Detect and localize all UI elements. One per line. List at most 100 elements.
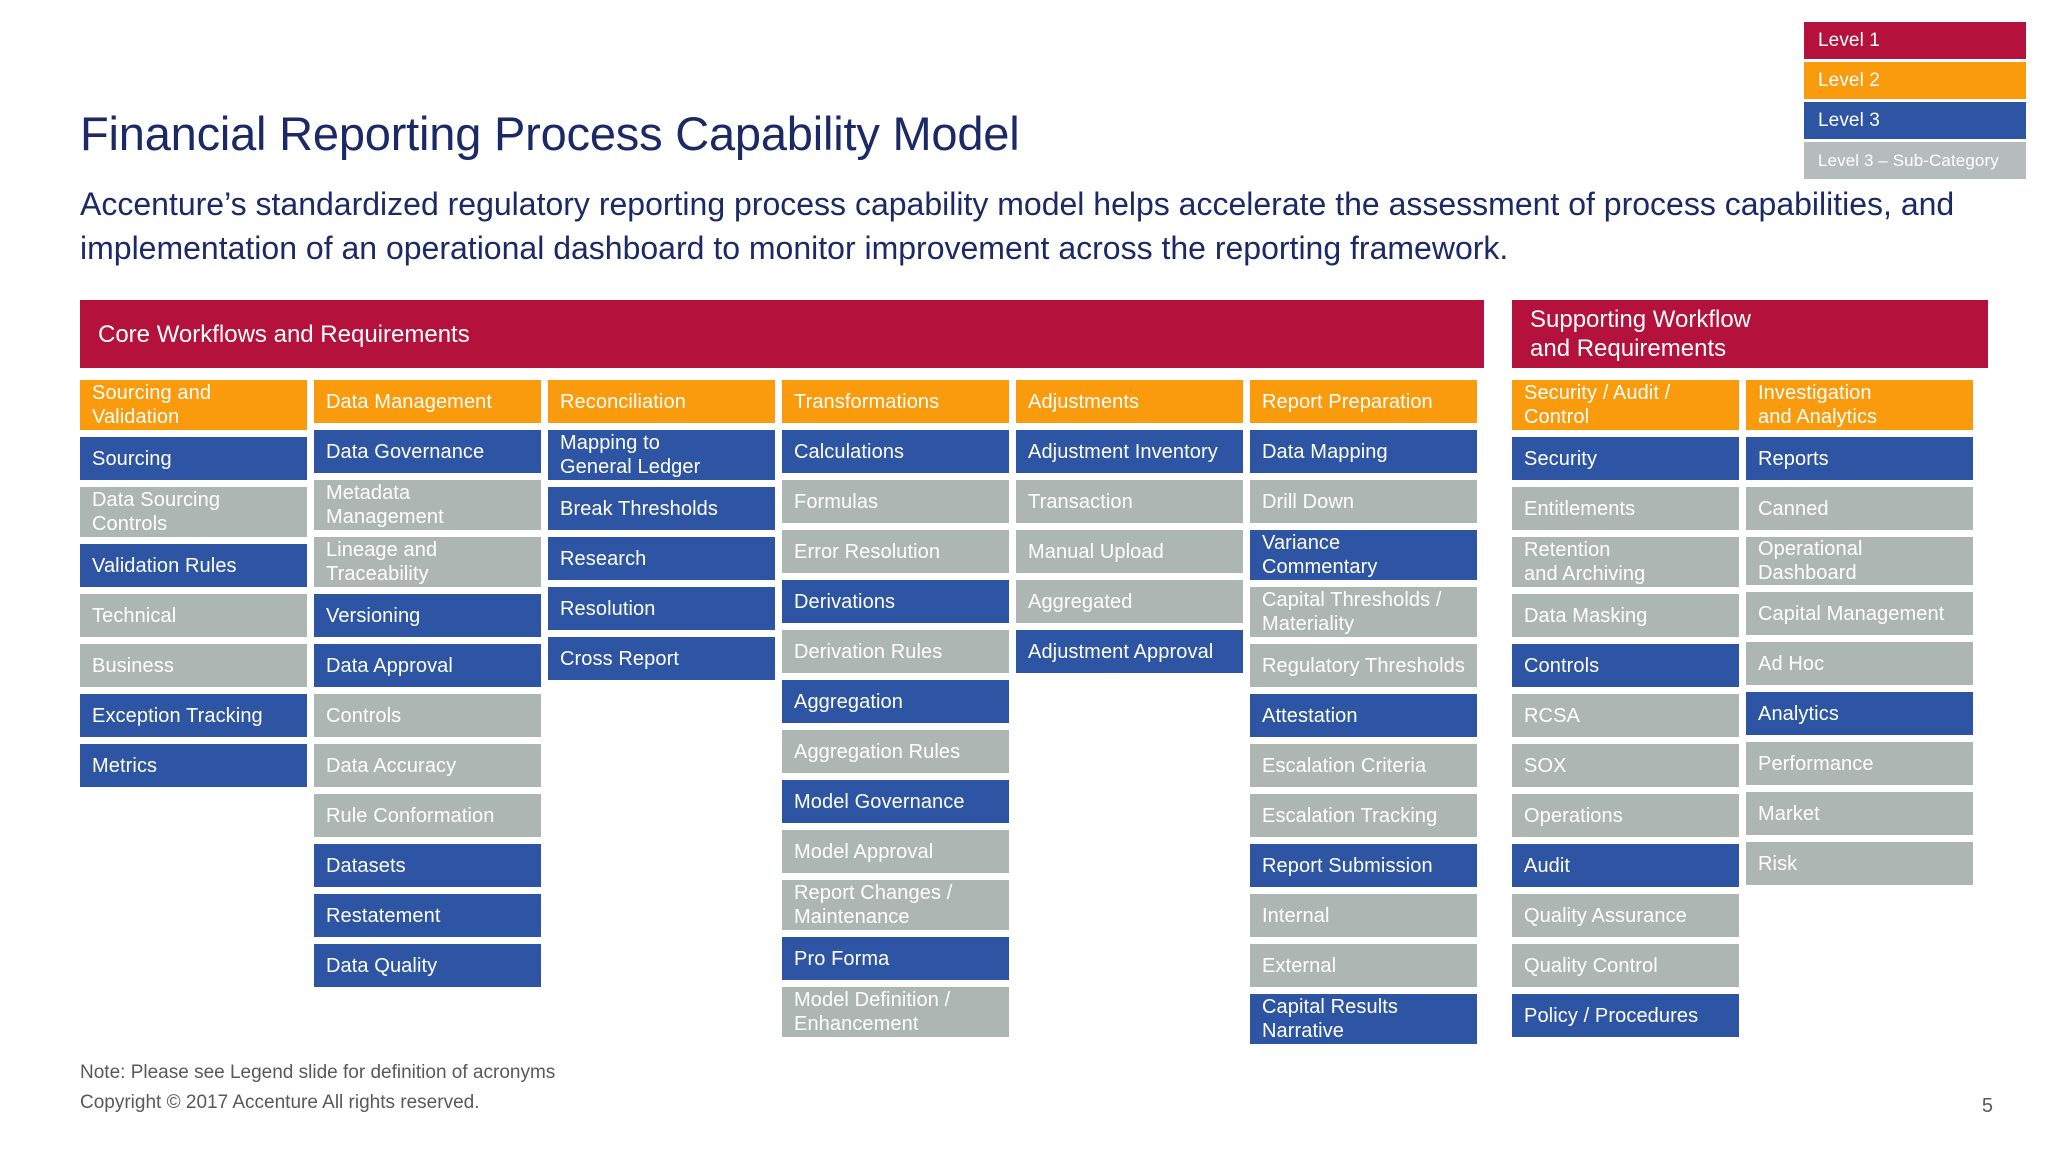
capability-derivation-rules[interactable]: Derivation Rules (782, 630, 1009, 673)
capability-aggregated[interactable]: Aggregated (1016, 580, 1243, 623)
legend-label: Level 3 (1818, 109, 1880, 131)
column-header-data-management[interactable]: Data Management (314, 380, 541, 423)
capability-cross-report[interactable]: Cross Report (548, 637, 775, 680)
capability-rule-conformation[interactable]: Rule Conformation (314, 794, 541, 837)
column-header-security-audit-control[interactable]: Security / Audit /Control (1512, 380, 1739, 430)
capability-analytics[interactable]: Analytics (1746, 692, 1973, 735)
capability-validation-rules[interactable]: Validation Rules (80, 544, 307, 587)
capability-pro-forma[interactable]: Pro Forma (782, 937, 1009, 980)
capability-ad-hoc[interactable]: Ad Hoc (1746, 642, 1973, 685)
legend-label: Level 1 (1818, 29, 1880, 51)
panel-core-workflows: Core Workflows and Requirements Sourcing… (80, 300, 1484, 1044)
capability-aggregation-rules[interactable]: Aggregation Rules (782, 730, 1009, 773)
capability-controls[interactable]: Controls (314, 694, 541, 737)
capability-model-board: Core Workflows and Requirements Sourcing… (80, 300, 1988, 1044)
column-header-reconciliation[interactable]: Reconciliation (548, 380, 775, 423)
capability-adjustment-approval[interactable]: Adjustment Approval (1016, 630, 1243, 673)
capability-exception-tracking[interactable]: Exception Tracking (80, 694, 307, 737)
legend-label: Level 2 (1818, 69, 1880, 91)
capability-security[interactable]: Security (1512, 437, 1739, 480)
capability-model-definition-enhancement[interactable]: Model Definition /Enhancement (782, 987, 1009, 1037)
capability-rcsa[interactable]: RCSA (1512, 694, 1739, 737)
capability-report-submission[interactable]: Report Submission (1250, 844, 1477, 887)
capability-data-governance[interactable]: Data Governance (314, 430, 541, 473)
column-header-report-preparation[interactable]: Report Preparation (1250, 380, 1477, 423)
capability-model-approval[interactable]: Model Approval (782, 830, 1009, 873)
capability-data-masking[interactable]: Data Masking (1512, 594, 1739, 637)
capability-audit[interactable]: Audit (1512, 844, 1739, 887)
capability-entitlements[interactable]: Entitlements (1512, 487, 1739, 530)
capability-data-approval[interactable]: Data Approval (314, 644, 541, 687)
capability-regulatory-thresholds[interactable]: Regulatory Thresholds (1250, 644, 1477, 687)
capability-reports[interactable]: Reports (1746, 437, 1973, 480)
capability-manual-upload[interactable]: Manual Upload (1016, 530, 1243, 573)
capability-escalation-tracking[interactable]: Escalation Tracking (1250, 794, 1477, 837)
capability-sourcing[interactable]: Sourcing (80, 437, 307, 480)
capability-data-mapping[interactable]: Data Mapping (1250, 430, 1477, 473)
capability-operations[interactable]: Operations (1512, 794, 1739, 837)
capability-adjustment-inventory[interactable]: Adjustment Inventory (1016, 430, 1243, 473)
capability-metrics[interactable]: Metrics (80, 744, 307, 787)
column-header-adjustments[interactable]: Adjustments (1016, 380, 1243, 423)
capability-datasets[interactable]: Datasets (314, 844, 541, 887)
column-header-transformations[interactable]: Transformations (782, 380, 1009, 423)
capability-technical[interactable]: Technical (80, 594, 307, 637)
capability-drill-down[interactable]: Drill Down (1250, 480, 1477, 523)
capability-market[interactable]: Market (1746, 792, 1973, 835)
capability-canned[interactable]: Canned (1746, 487, 1973, 530)
capability-controls[interactable]: Controls (1512, 644, 1739, 687)
page-number: 5 (1981, 1095, 1993, 1117)
capability-formulas[interactable]: Formulas (782, 480, 1009, 523)
footer: Note: Please see Legend slide for defini… (80, 1058, 555, 1118)
capability-operational-dashboard[interactable]: Operational Dashboard (1746, 537, 1973, 585)
capability-transaction[interactable]: Transaction (1016, 480, 1243, 523)
capability-internal[interactable]: Internal (1250, 894, 1477, 937)
page-subtitle: Accenture’s standardized regulatory repo… (80, 186, 1955, 266)
capability-escalation-criteria[interactable]: Escalation Criteria (1250, 744, 1477, 787)
capability-resolution[interactable]: Resolution (548, 587, 775, 630)
capability-calculations[interactable]: Calculations (782, 430, 1009, 473)
legend-item-level-3: Level 3 (1804, 102, 2026, 139)
capability-report-changes-maintenance[interactable]: Report Changes /Maintenance (782, 880, 1009, 930)
capability-policy-procedures[interactable]: Policy / Procedures (1512, 994, 1739, 1037)
capability-capital-thresholds-materiality[interactable]: Capital Thresholds /Materiality (1250, 587, 1477, 637)
capability-error-resolution[interactable]: Error Resolution (782, 530, 1009, 573)
capability-quality-control[interactable]: Quality Control (1512, 944, 1739, 987)
capability-capital-management[interactable]: Capital Management (1746, 592, 1973, 635)
capability-quality-assurance[interactable]: Quality Assurance (1512, 894, 1739, 937)
capability-data-accuracy[interactable]: Data Accuracy (314, 744, 541, 787)
capability-restatement[interactable]: Restatement (314, 894, 541, 937)
capability-aggregation[interactable]: Aggregation (782, 680, 1009, 723)
capability-data-quality[interactable]: Data Quality (314, 944, 541, 987)
capability-research[interactable]: Research (548, 537, 775, 580)
capability-attestation[interactable]: Attestation (1250, 694, 1477, 737)
capability-business[interactable]: Business (80, 644, 307, 687)
footer-note: Note: Please see Legend slide for defini… (80, 1062, 556, 1083)
capability-derivations[interactable]: Derivations (782, 580, 1009, 623)
capability-performance[interactable]: Performance (1746, 742, 1973, 785)
footer-copyright: Copyright © 2017 Accenture All rights re… (80, 1092, 480, 1113)
capability-versioning[interactable]: Versioning (314, 594, 541, 637)
legend-label: Level 3 – Sub-Category (1818, 150, 1999, 170)
capability-model-governance[interactable]: Model Governance (782, 780, 1009, 823)
capability-risk[interactable]: Risk (1746, 842, 1973, 885)
capability-external[interactable]: External (1250, 944, 1477, 987)
capability-sox[interactable]: SOX (1512, 744, 1739, 787)
capability-break-thresholds[interactable]: Break Thresholds (548, 487, 775, 530)
